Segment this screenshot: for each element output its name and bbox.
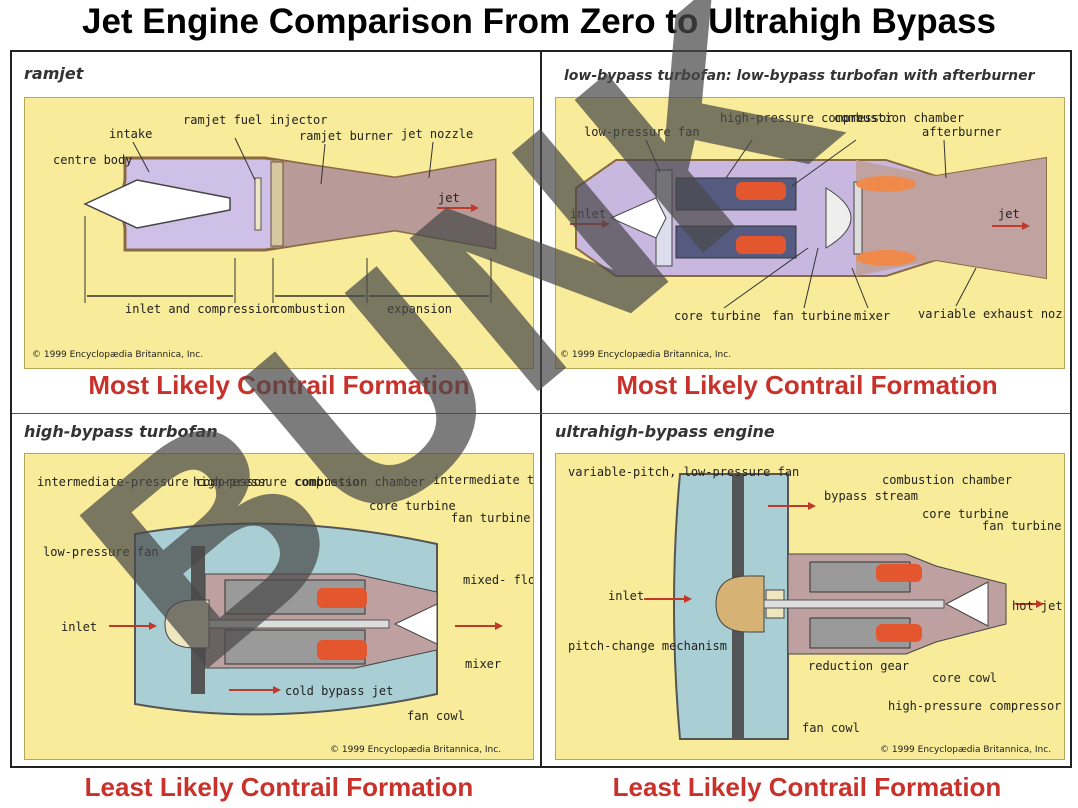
ultrahigh-bypass-stream-label: bypass stream: [824, 489, 918, 503]
high-bypass-mixed-flow-label: mixed- flow jet: [463, 573, 533, 587]
ramjet-diagram: jet intake ramjet fuel injector ramjet b…: [53, 113, 497, 316]
high-bypass-title: high-bypass turbofan: [24, 422, 218, 441]
high-bypass-combustion-label: combustion chamber: [295, 475, 425, 489]
ultrahigh-hot-jet-label: hot jet: [1012, 599, 1063, 613]
high-bypass-lp-fan-label: low-pressure fan: [43, 545, 159, 559]
low-bypass-fan-turbine-label: fan turbine: [772, 309, 851, 323]
high-bypass-ip-compressor-label: intermediate-pressure compressor: [37, 475, 268, 489]
ultrahigh-bypass-panel: variable-pitch, low-pressure fan bypass …: [555, 453, 1065, 760]
high-bypass-caption: Least Likely Contrail Formation: [84, 772, 474, 802]
ramjet-nozzle-label: jet nozzle: [401, 127, 473, 141]
ultrahigh-fan-cowl-label: fan cowl: [802, 721, 860, 735]
ultrahigh-bypass-diagram: variable-pitch, low-pressure fan bypass …: [568, 465, 1063, 740]
ultrahigh-fan-turbine-label: fan turbine: [982, 519, 1061, 533]
ramjet-copyright: © 1999 Encyclopædia Britannica, Inc.: [32, 350, 204, 360]
high-bypass-fan-turbine-label: fan turbine: [451, 511, 530, 525]
ramjet-intake-label: intake: [109, 127, 152, 141]
ramjet-flameholder: [270, 161, 284, 247]
ultrahigh-inlet-label: inlet: [608, 589, 644, 603]
ultrahigh-combustion-label: combustion chamber: [882, 473, 1012, 487]
ultrahigh-bypass-title: ultrahigh-bypass engine: [555, 422, 775, 441]
horizontal-divider: [12, 413, 1070, 414]
low-bypass-afterburner-label: afterburner: [922, 125, 1001, 139]
low-bypass-combustion-label: combustion chamber: [834, 111, 964, 125]
ramjet-inlet-compression-label: inlet and compression: [125, 302, 277, 316]
ultrahigh-bypass-caption: Least Likely Contrail Formation: [612, 772, 1002, 802]
high-bypass-panel: intermediate-pressure compressor high-pr…: [24, 453, 578, 760]
low-bypass-title: low-bypass turbofan: low-bypass turbofan…: [564, 68, 1035, 84]
ramjet-caption: Most Likely Contrail Formation: [88, 370, 470, 400]
high-bypass-cold-bypass-label: cold bypass jet: [285, 684, 393, 698]
ramjet-title: ramjet: [24, 64, 84, 83]
ultrahigh-reduction-gear-label: reduction gear: [808, 659, 909, 673]
high-bypass-copyright: © 1999 Encyclopædia Britannica, Inc.: [330, 745, 502, 755]
ultrahigh-pitch-change-label: pitch-change mechanism: [568, 639, 727, 653]
low-bypass-caption: Most Likely Contrail Formation: [616, 370, 998, 400]
vertical-divider: [540, 50, 542, 768]
high-bypass-hp-compressor-label: high-pressure compressor: [193, 475, 366, 489]
low-bypass-lp-fan-label: low-pressure fan: [584, 125, 700, 139]
ultrahigh-hp-compressor-label: high-pressure compressor: [888, 699, 1061, 713]
low-bypass-mixer-label: mixer: [854, 309, 890, 323]
ramjet-centre-body-label: centre body: [53, 153, 132, 167]
ramjet-jet-label: jet: [438, 191, 460, 205]
low-bypass-jet-label: jet: [998, 207, 1020, 221]
low-bypass-variable-nozzle-label: variable exhaust nozzle: [918, 307, 1064, 321]
ramjet-fuel-injector: [254, 177, 262, 231]
low-bypass-hp-compressor-label: high-pressure compressor: [720, 111, 893, 125]
high-bypass-core-turbine-label: core turbine: [369, 499, 456, 513]
ultrahigh-core-turbine-label: core turbine: [922, 507, 1009, 521]
ultrahigh-core-cowl-label: core cowl: [932, 671, 997, 685]
high-bypass-mixer-label: mixer: [465, 657, 501, 671]
ramjet-fuel-injector-label: ramjet fuel injector: [183, 113, 328, 127]
low-bypass-diagram: low-pressure fan high-pressure compresso…: [570, 111, 1078, 323]
ramjet-centre-body: [83, 179, 231, 229]
high-bypass-intermediate-turbine-label: intermediate turbine: [433, 473, 533, 487]
page-title: Jet Engine Comparison From Zero to Ultra…: [81, 2, 997, 41]
ultrahigh-bypass-copyright: © 1999 Encyclopædia Britannica, Inc.: [880, 745, 1052, 755]
high-bypass-inlet-label: inlet: [61, 620, 97, 634]
ramjet-panel: jet intake ramjet fuel injector ramjet b…: [24, 97, 534, 369]
low-bypass-inlet-label: inlet: [570, 207, 606, 221]
low-bypass-panel: low-pressure fan high-pressure compresso…: [555, 97, 1078, 369]
low-bypass-copyright: © 1999 Encyclopædia Britannica, Inc.: [560, 350, 732, 360]
low-bypass-core-turbine-label: core turbine: [674, 309, 761, 323]
high-bypass-diagram: intermediate-pressure compressor high-pr…: [37, 473, 578, 723]
ramjet-burner-zone: [275, 160, 495, 248]
ramjet-expansion-label: expansion: [387, 302, 452, 316]
ramjet-combustion-label: combustion: [273, 302, 345, 316]
high-bypass-fan-cowl-label: fan cowl: [407, 709, 465, 723]
ultrahigh-variable-fan-label: variable-pitch, low-pressure fan: [568, 465, 799, 479]
ramjet-burner-label: ramjet burner: [299, 129, 393, 143]
